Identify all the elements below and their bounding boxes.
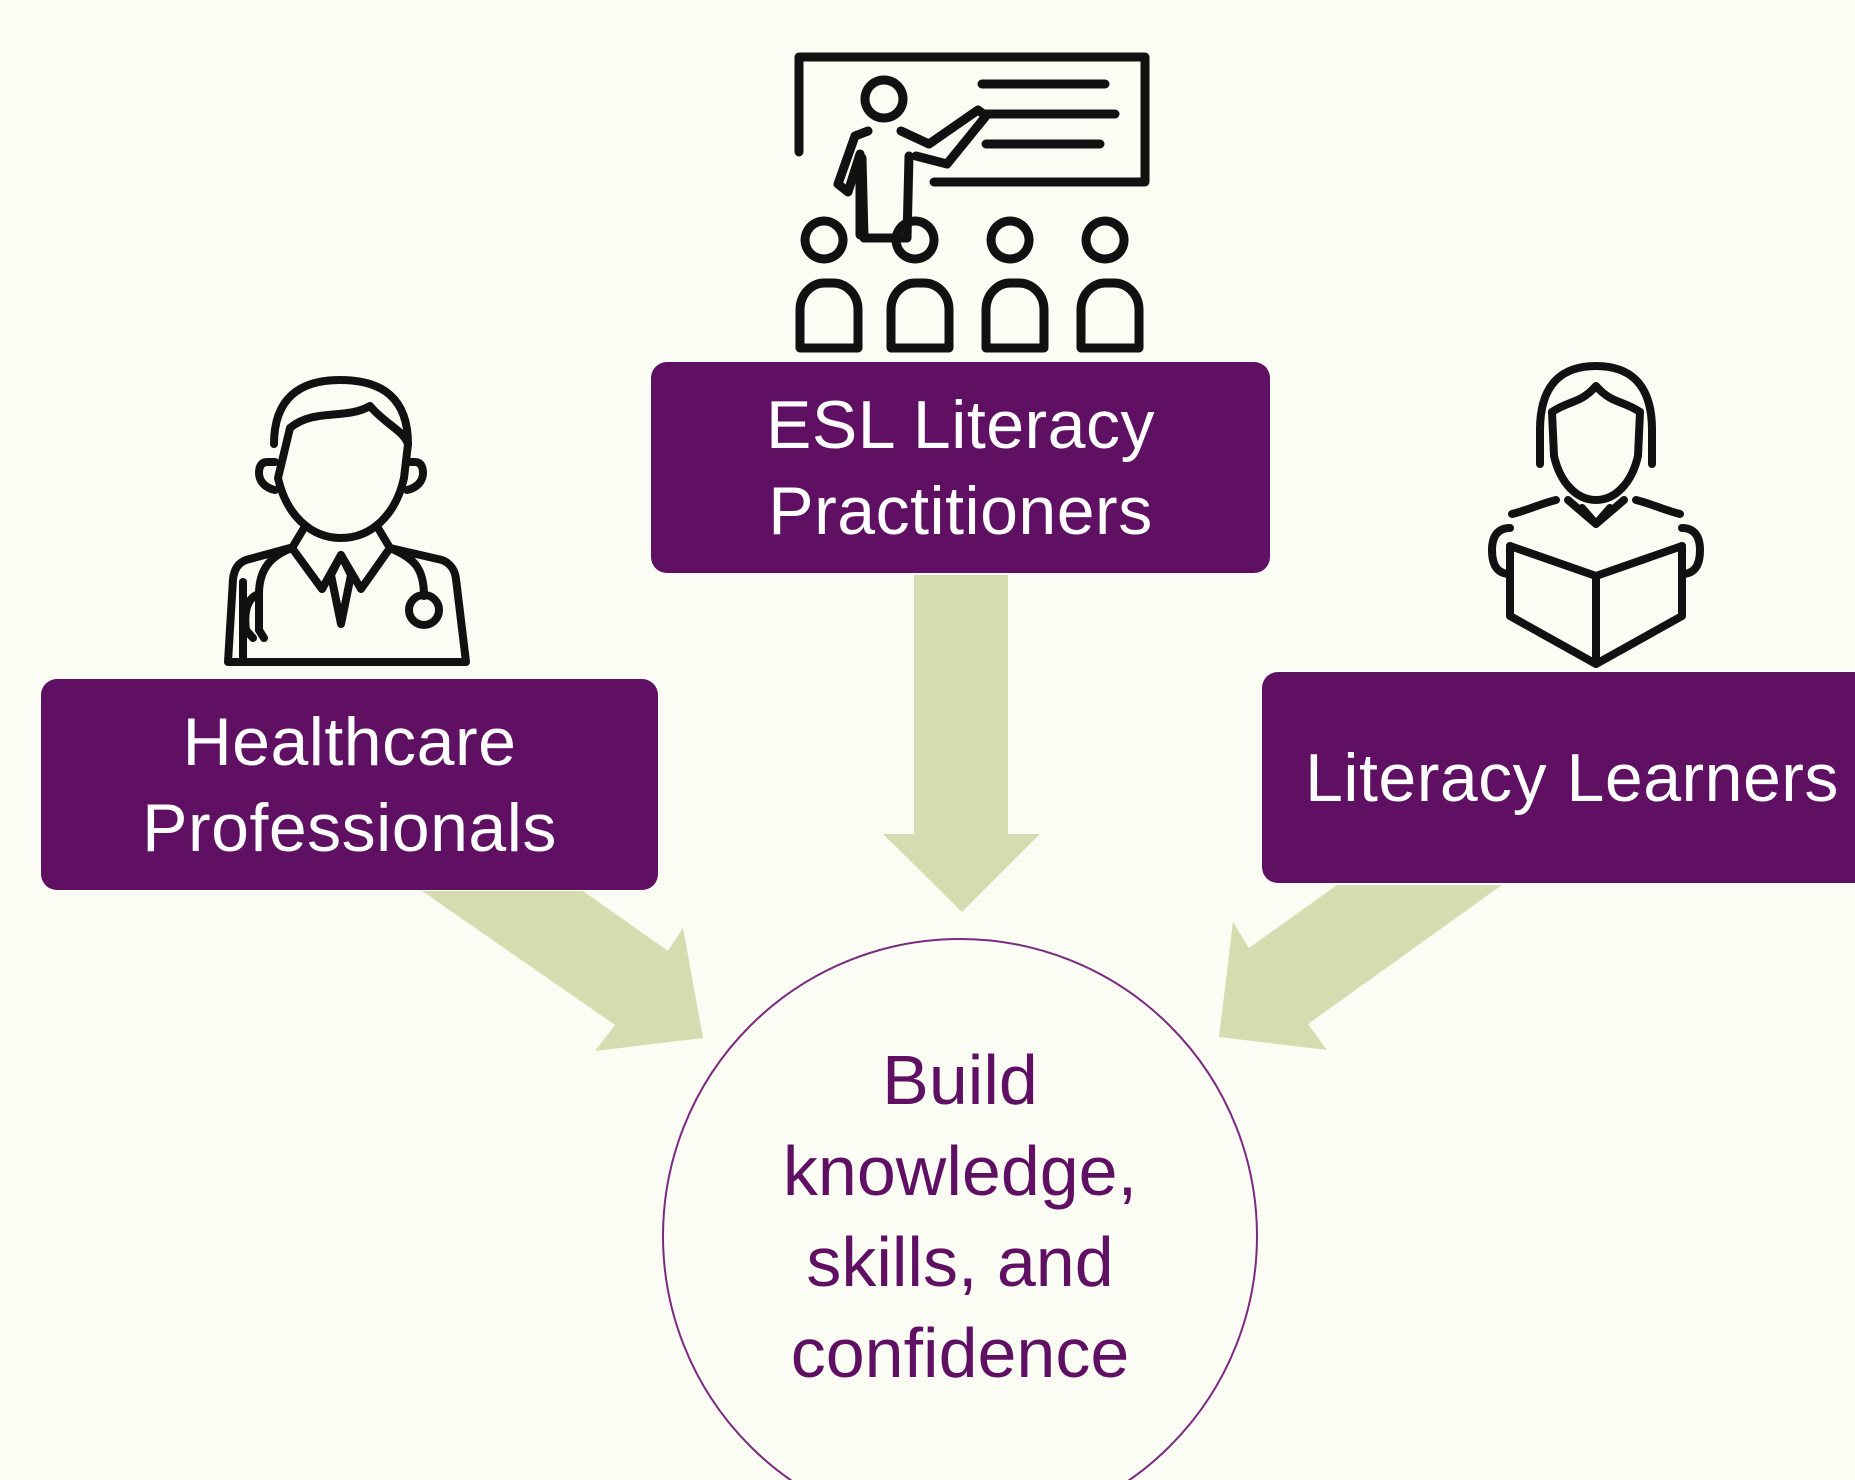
doctor-with-stethoscope-icon [224,376,470,666]
literacy-learners-box: Literacy Learners [1262,672,1855,883]
healthcare-professionals-box: Healthcare Professionals [41,679,658,890]
arrow-from-learners-to-goal [1219,885,1502,1050]
esl-practitioners-box: ESL Literacy Practitioners [651,362,1270,573]
teacher-presentation-icon [794,52,1150,353]
goal-label: Build knowledge, skills, and confidence [782,1041,1138,1392]
arrow-from-esl-to-goal [883,575,1040,912]
reader-with-book-icon [1488,362,1704,668]
arrow-from-healthcare-to-goal [422,891,703,1051]
